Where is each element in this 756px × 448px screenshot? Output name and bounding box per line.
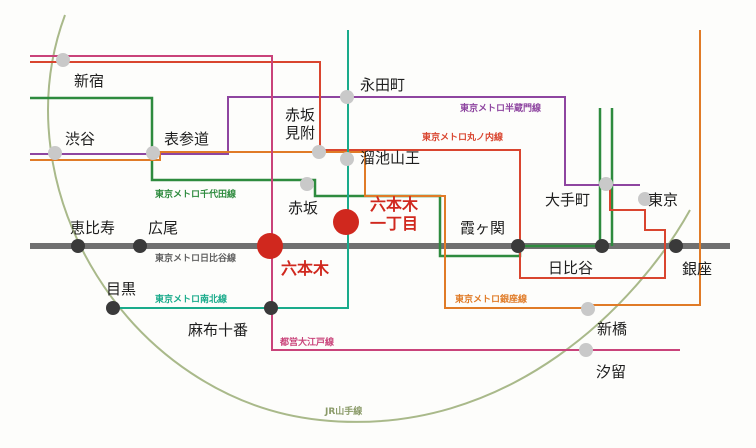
station-name-azabujuban: 麻布十番 [188,321,248,339]
station-name-shimbashi: 新橋 [597,320,627,338]
station-dot-hiroo[interactable] [133,239,147,253]
line-yamanote [47,14,691,423]
station-name-shiodome: 汐留 [596,363,626,381]
label-chiyoda-line: 東京メトロ千代田線 [155,188,236,200]
station-name-roppongi-itchome-2: 一丁目 [370,214,418,233]
station-name-hiroo: 広尾 [148,219,178,237]
station-dot-nagatacho[interactable] [340,90,354,104]
station-dot-hibiya[interactable] [595,239,609,253]
station-dot-tokyo[interactable] [638,192,652,206]
station-dot-otemachi[interactable] [599,177,613,191]
station-dot-roppongi-itchome[interactable] [333,209,359,235]
line-marunouchi [30,61,666,279]
station-name-tokyo: 東京 [648,191,678,209]
label-hanzomon-line: 東京メトロ半蔵門線 [460,102,541,114]
station-dot-kasumigaseki[interactable] [511,239,525,253]
station-dot-tameike-sanno[interactable] [340,152,354,166]
label-marunouchi-line: 東京メトロ丸ノ内線 [422,131,503,143]
station-dot-roppongi[interactable] [257,233,283,259]
station-dot-shibuya[interactable] [48,146,62,160]
station-dot-shinjuku[interactable] [56,53,70,67]
station-name-shibuya: 渋谷 [65,130,95,148]
station-name-hibiya: 日比谷 [548,259,593,277]
station-name-ginza: 銀座 [682,260,712,278]
station-name-meguro: 目黒 [106,280,136,298]
station-dot-akasaka-mitsuke[interactable] [312,145,326,159]
station-dot-shimbashi[interactable] [581,302,595,316]
label-yamanote-line: JR山手線 [324,405,362,417]
label-namboku-line: 東京メトロ南北線 [155,293,227,305]
line-namboku [110,30,349,309]
station-dot-ebisu[interactable] [71,239,85,253]
station-name-roppongi-itchome-1: 六本木 [370,195,419,214]
station-name-otemachi: 大手町 [545,191,590,209]
station-dot-shiodome[interactable] [579,343,593,357]
label-hibiya-line: 東京メトロ日比谷線 [155,252,236,264]
station-name-akasaka-mitsuke-1: 赤坂 [285,106,315,124]
station-name-akasaka: 赤坂 [288,199,318,217]
station-name-omotesando: 表参道 [164,130,209,148]
station-name-akasaka-mitsuke-2: 見附 [285,124,315,142]
line-hanzomon [30,96,640,186]
station-dot-ginza[interactable] [669,239,683,253]
station-name-nagatacho: 永田町 [360,76,405,94]
station-dot-omotesando[interactable] [146,146,160,160]
station-name-kasumigaseki: 霞ヶ関 [460,219,505,237]
station-name-shinjuku: 新宿 [74,72,104,90]
station-dot-akasaka[interactable] [300,177,314,191]
station-dot-meguro[interactable] [106,301,120,315]
station-dot-azabujuban[interactable] [264,301,278,315]
station-name-roppongi: 六本木 [281,259,330,278]
line-oedo [30,55,680,351]
station-name-ebisu: 恵比寿 [70,219,115,237]
label-ginza-line: 東京メトロ銀座線 [455,293,527,305]
station-name-tameike-sanno: 溜池山王 [360,149,420,167]
line-ginza [30,30,701,309]
label-oedo-line: 都営大江戸線 [279,336,334,348]
